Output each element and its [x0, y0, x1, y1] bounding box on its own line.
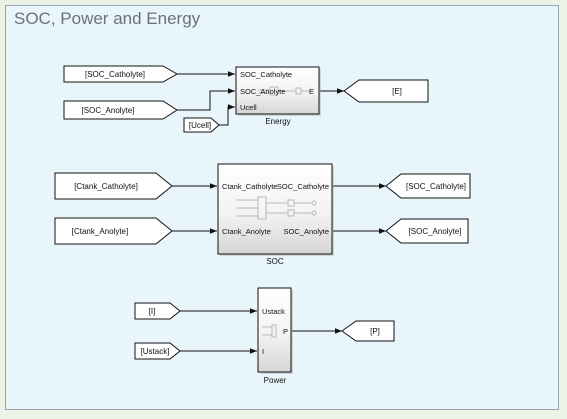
- soc-block-label: SOC: [266, 257, 284, 266]
- soc-output-port-1: SOC_Catholyte: [277, 182, 329, 191]
- goto-tag-e[interactable]: [E]: [343, 79, 429, 103]
- tag-label: [SOC_Catholyte]: [85, 70, 145, 79]
- subsystem-icon: [262, 324, 277, 338]
- goto-tag-soc-catholyte[interactable]: [SOC_Catholyte]: [385, 173, 471, 199]
- energy-input-port-1: SOC_Catholyte: [240, 70, 292, 79]
- from-tag-ctank-catholyte[interactable]: [Ctank_Catholyte]: [54, 172, 173, 200]
- goto-tag-soc-anolyte[interactable]: [SOC_Anolyte]: [385, 218, 469, 244]
- energy-subsystem-block[interactable]: SOC_Catholyte SOC_Anolyte Ucell E Energy: [235, 66, 321, 126]
- energy-input-port-3: Ucell: [240, 103, 257, 112]
- area-title: SOC, Power and Energy: [14, 9, 201, 28]
- tag-label: [SOC_Anolyte]: [82, 106, 135, 115]
- power-block-label: Power: [264, 376, 287, 385]
- soc-input-port-2: Ctank_Anolyte: [222, 227, 271, 236]
- energy-output-port-1: E: [309, 87, 314, 96]
- line-soc-anolyte-to-energy[interactable]: [177, 88, 235, 111]
- tag-label: [Ustack]: [141, 347, 170, 356]
- from-tag-i[interactable]: [I]: [134, 302, 181, 320]
- tag-label: [P]: [370, 327, 380, 336]
- power-subsystem-block[interactable]: Ustack I P Power: [257, 287, 293, 385]
- energy-block-label: Energy: [265, 117, 290, 126]
- soc-input-port-1: Ctank_Catholyte: [222, 182, 277, 191]
- energy-input-port-2: SOC_Anolyte: [240, 87, 285, 96]
- tag-label: [Ctank_Catholyte]: [74, 182, 138, 191]
- line-ucell-to-energy[interactable]: [219, 104, 235, 126]
- tag-label: [I]: [149, 307, 156, 316]
- soc-output-port-2: SOC_Anolyte: [284, 227, 329, 236]
- soc-subsystem-block[interactable]: Ctank_Catholyte Ctank_Anolyte SOC_Cathol…: [217, 163, 334, 266]
- tag-label: [SOC_Anolyte]: [409, 227, 462, 236]
- subsystem-icon: [236, 196, 317, 220]
- power-input-port-2: I: [262, 347, 264, 356]
- subsystem-icon: [258, 86, 310, 96]
- goto-tag-p[interactable]: [P]: [341, 320, 395, 342]
- from-tag-soc-anolyte[interactable]: [SOC_Anolyte]: [63, 100, 178, 120]
- tag-label: [Ctank_Anolyte]: [72, 227, 128, 236]
- power-output-port-1: P: [283, 327, 288, 336]
- tag-label: [E]: [392, 87, 402, 96]
- signal-lines: [172, 71, 386, 354]
- from-tag-ucell[interactable]: [Ucell]: [183, 117, 220, 133]
- tag-label: [Ucell]: [189, 121, 211, 130]
- from-tag-ustack[interactable]: [Ustack]: [134, 342, 181, 360]
- from-tag-ctank-anolyte[interactable]: [Ctank_Anolyte]: [54, 217, 173, 245]
- tag-label: [SOC_Catholyte]: [406, 182, 466, 191]
- from-tag-soc-catholyte[interactable]: [SOC_Catholyte]: [63, 65, 179, 83]
- power-input-port-1: Ustack: [262, 307, 285, 316]
